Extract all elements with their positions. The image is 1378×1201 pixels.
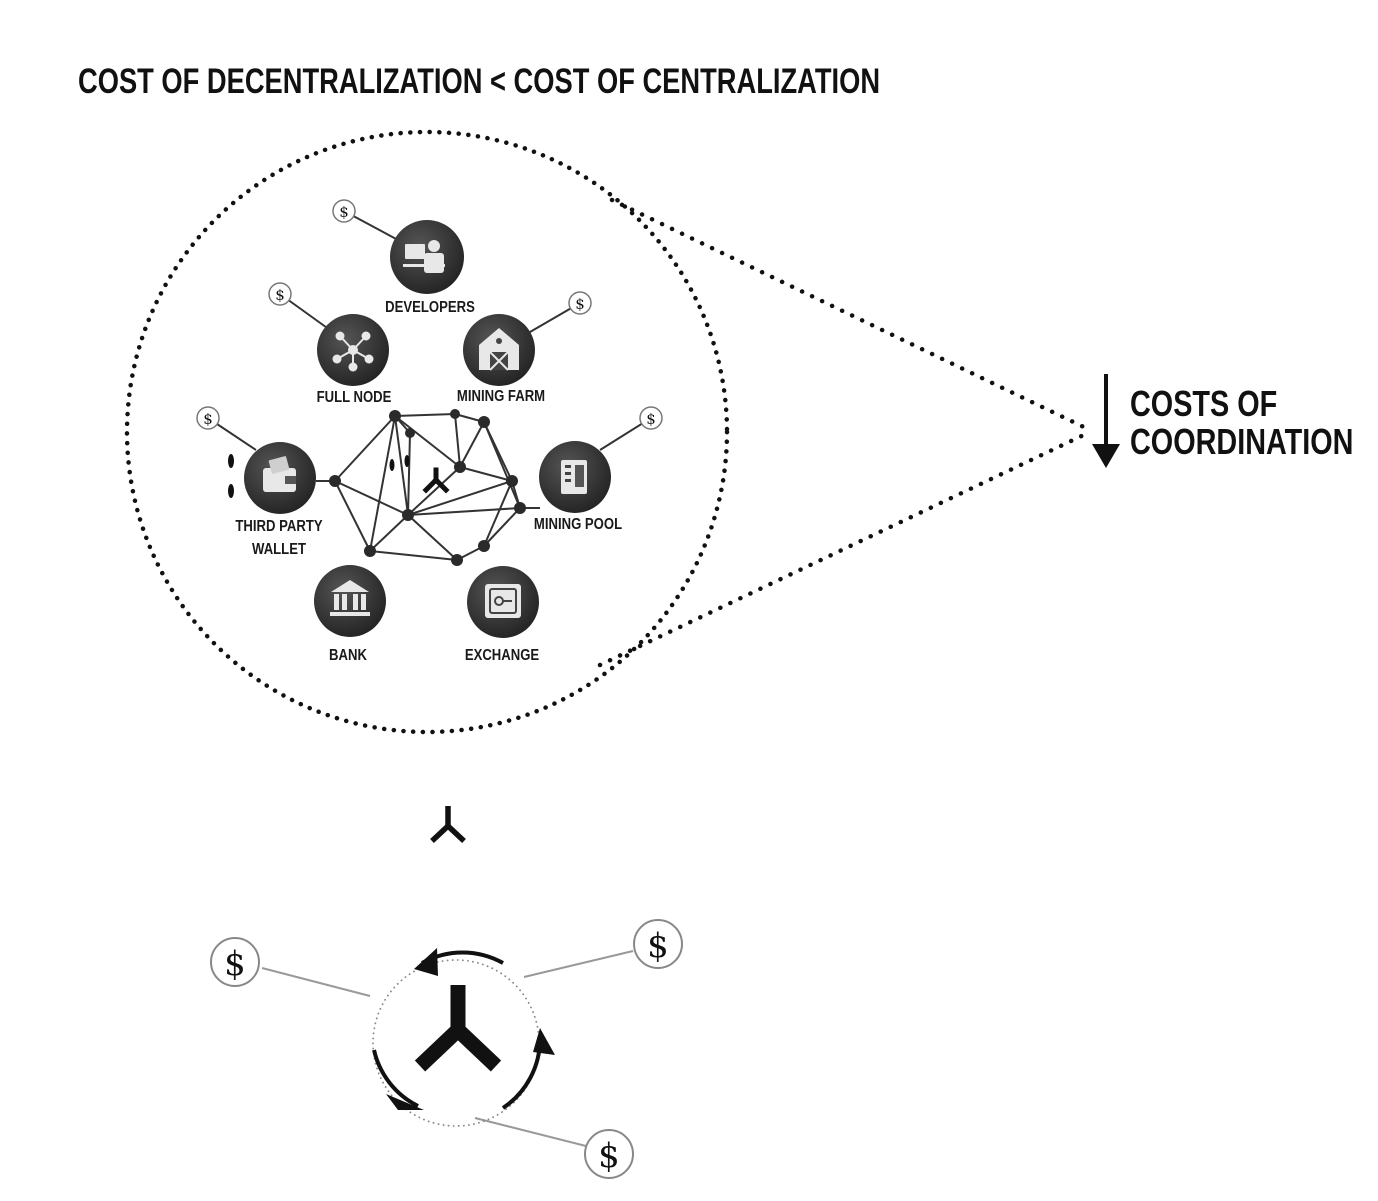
dollar-coin-icon: $ xyxy=(210,937,260,987)
coin-symbol: $ xyxy=(575,295,585,313)
dollar-coin-icon: $ xyxy=(568,291,592,315)
coin-symbol: $ xyxy=(224,944,246,984)
label-developers: DEVELOPERS xyxy=(385,299,475,316)
coin-symbol: $ xyxy=(598,1136,620,1176)
network-mesh xyxy=(316,413,540,561)
wallet-icon xyxy=(263,456,296,492)
mid-tri-fork-logo-icon xyxy=(430,806,466,844)
costs-label-line1: COSTS OF xyxy=(1130,383,1278,424)
node-mining-pool xyxy=(539,441,611,513)
dollar-coin-icon: $ xyxy=(584,1129,634,1179)
label-full-node: FULL NODE xyxy=(316,389,392,406)
zoom-line-bottom xyxy=(597,429,1093,668)
server-rack-icon xyxy=(561,460,587,494)
arrow-down-icon xyxy=(1092,374,1120,468)
dollar-coin-icon: $ xyxy=(268,282,292,306)
safe-icon xyxy=(485,584,521,618)
coin-symbol: $ xyxy=(275,286,285,304)
label-third-party-wallet: THIRD PARTY WALLET xyxy=(235,518,323,558)
footprints-icon xyxy=(228,454,410,498)
node-exchange xyxy=(467,566,539,638)
label-bank: BANK xyxy=(329,647,367,664)
page-title: COST OF DECENTRALIZATION < COST OF CENTR… xyxy=(78,62,881,101)
coin-symbol: $ xyxy=(646,410,656,428)
node-third-party-wallet xyxy=(244,442,316,514)
coin-symbol: $ xyxy=(203,410,213,428)
dollar-coin-icon: $ xyxy=(633,919,683,969)
dollar-coin-icon: $ xyxy=(332,199,356,223)
network-node-icon xyxy=(332,331,374,372)
costs-label-line2: COORDINATION xyxy=(1130,421,1354,462)
bank-building-icon xyxy=(330,580,370,616)
network-mesh-nodes xyxy=(329,409,526,566)
zoom-line-top xyxy=(609,197,1093,433)
developer-desk-icon xyxy=(403,240,445,273)
node-developers xyxy=(390,220,464,294)
tri-fork-logo-icon xyxy=(414,985,502,1072)
coin-symbol: $ xyxy=(339,203,349,221)
label-exchange: EXCHANGE xyxy=(464,647,540,664)
zoom-dotted-circle xyxy=(124,129,730,735)
label-mining-pool: MINING POOL xyxy=(533,516,623,533)
label-mining-farm: MINING FARM xyxy=(456,388,546,405)
small-tri-fork-logo-icon xyxy=(422,467,450,494)
node-bank xyxy=(314,565,386,637)
costs-of-coordination-label: COSTS OF COORDINATION xyxy=(1130,385,1353,461)
dollar-coin-icon: $ xyxy=(196,406,220,430)
coin-symbol: $ xyxy=(647,926,669,966)
dollar-coin-icon: $ xyxy=(639,406,663,430)
node-mining-farm xyxy=(463,314,535,386)
barn-icon xyxy=(479,328,519,371)
node-full-node xyxy=(317,314,389,386)
bottom-cycle-diagram: $ $ $ xyxy=(210,919,683,1179)
